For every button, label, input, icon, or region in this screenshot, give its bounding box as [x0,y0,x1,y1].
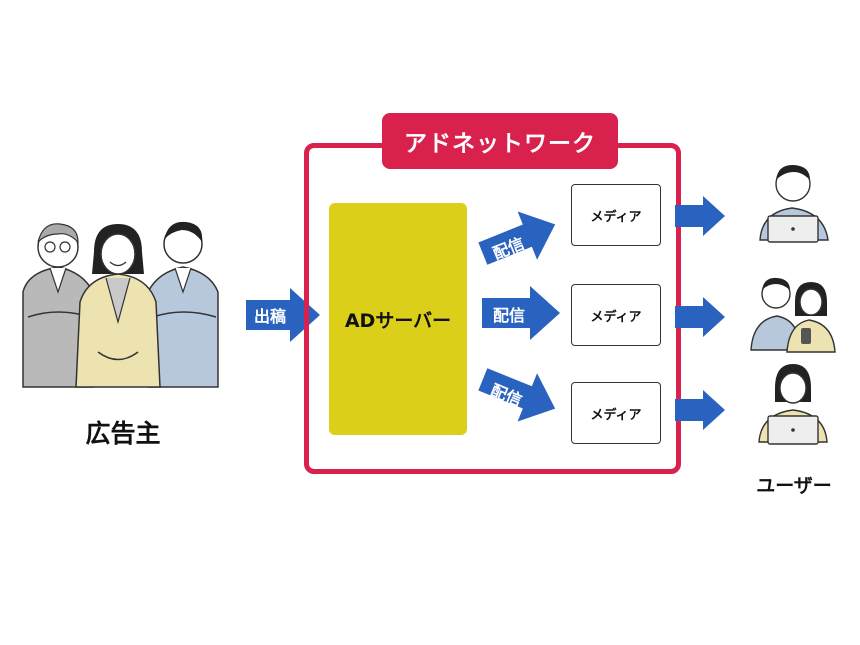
media-box: メディア [571,184,661,246]
media-box: メディア [571,284,661,346]
ad-server-box: ADサーバー [329,203,467,435]
user-arrow-middle [675,297,725,337]
advertiser-label: 広告主 [85,419,161,448]
user-arrow-bottom [675,390,725,430]
ad-network-title: アドネットワーク [382,113,618,169]
delivery-arrow-bottom [478,368,556,422]
media-box: メディア [571,382,661,444]
user-laptop-illustration [759,164,829,243]
advertiser-illustration [22,221,219,388]
user-laptop-woman-illustration [758,364,828,445]
delivery-arrow-label: 配信 [492,306,525,325]
user-couple-phone-illustration [750,277,836,353]
submit-arrow-label: 出稿 [253,307,286,326]
submit-arrow [246,288,320,342]
delivery-arrow-middle [482,286,560,340]
delivery-arrow-top [478,211,556,265]
users-label: ユーザー [756,475,832,497]
user-arrow-top [675,196,725,236]
